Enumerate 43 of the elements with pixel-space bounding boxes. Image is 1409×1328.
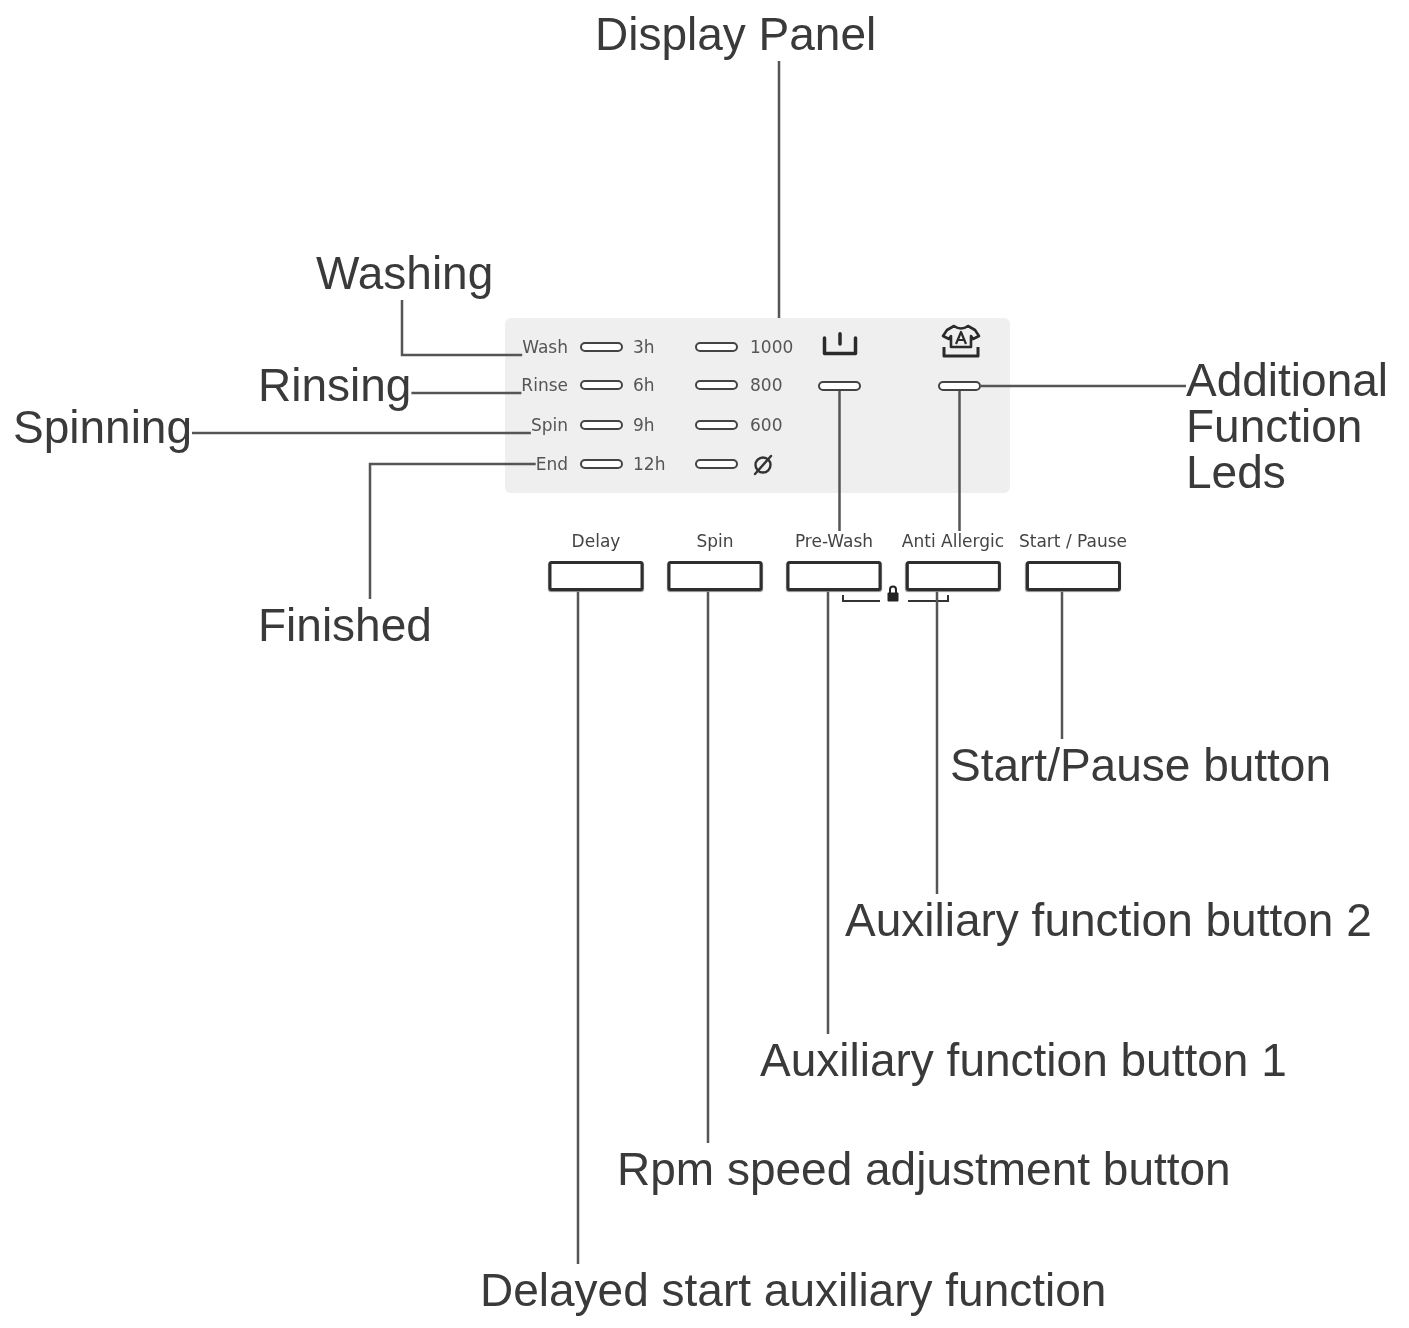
callout-label: Washing bbox=[316, 247, 494, 300]
leader-line bbox=[826, 591, 830, 1034]
indicator-label: End bbox=[535, 454, 568, 474]
callout-label: Additional Function Leds bbox=[1186, 357, 1398, 495]
leader-line bbox=[981, 384, 1186, 388]
callout-label: Rpm speed adjustment button bbox=[617, 1143, 1231, 1196]
spin-speed-label: 600 bbox=[750, 415, 783, 435]
button-label: Anti Allergic bbox=[901, 531, 1005, 551]
led-indicator bbox=[938, 381, 981, 391]
leader-line bbox=[706, 591, 710, 1143]
callout-label: Delayed start auxiliary function bbox=[480, 1264, 1107, 1317]
leader-line bbox=[935, 591, 939, 894]
leader-line bbox=[958, 391, 961, 531]
leader-line bbox=[411, 391, 522, 395]
leader-line bbox=[576, 591, 580, 1264]
button-label: Delay bbox=[571, 531, 621, 551]
leader-line bbox=[1060, 591, 1064, 739]
button-label: Pre-Wash bbox=[794, 531, 874, 551]
button-label: Start / Pause bbox=[1018, 531, 1128, 551]
leader-line bbox=[368, 462, 536, 599]
indicator-label: Wash bbox=[522, 337, 568, 357]
callout-label: Display Panel bbox=[595, 8, 877, 61]
indicator-label: Spin bbox=[530, 415, 568, 435]
callout-label: Start/Pause button bbox=[950, 739, 1332, 792]
callout-label: Spinning bbox=[13, 401, 193, 454]
leader-line bbox=[777, 60, 781, 318]
callout-label: Auxiliary function button 2 bbox=[845, 894, 1372, 947]
delay-time-label: 9h bbox=[633, 415, 655, 435]
leader-line bbox=[838, 391, 841, 531]
leader-line bbox=[400, 299, 523, 357]
spin-speed-label: 800 bbox=[750, 375, 783, 395]
led-indicator bbox=[818, 381, 861, 391]
leader-line bbox=[192, 431, 531, 435]
delay-time-label: 3h bbox=[633, 337, 655, 357]
delay-time-label: 6h bbox=[633, 375, 655, 395]
display-panel bbox=[505, 318, 1010, 493]
delay-time-label: 12h bbox=[633, 454, 666, 474]
button-label: Spin bbox=[696, 531, 734, 551]
spin-speed-label: 1000 bbox=[750, 337, 794, 357]
indicator-label: Rinse bbox=[521, 375, 568, 395]
callout-label: Rinsing bbox=[258, 359, 412, 412]
callout-label: Auxiliary function button 1 bbox=[760, 1034, 1287, 1087]
callout-label: Finished bbox=[258, 599, 432, 652]
